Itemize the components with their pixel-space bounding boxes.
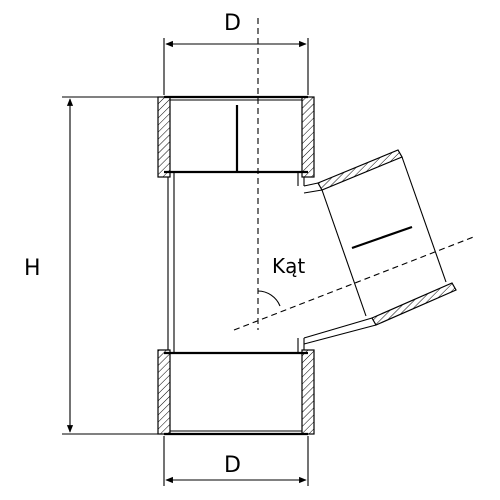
dimension-height-h: [62, 96, 162, 435]
top-socket: [157, 95, 315, 178]
angle-arc: [257, 290, 281, 307]
bottom-socket: [157, 349, 315, 436]
dimension-bottom-d: [163, 436, 309, 486]
label-height-h: H: [24, 256, 41, 281]
main-body: [167, 172, 305, 353]
branch-socket: [303, 149, 457, 345]
branch-centerline: [233, 235, 477, 331]
label-top-d: D: [224, 11, 241, 36]
label-angle: Kąt: [272, 254, 305, 278]
dimension-top-d: [163, 38, 309, 95]
label-bottom-d: D: [224, 453, 241, 478]
